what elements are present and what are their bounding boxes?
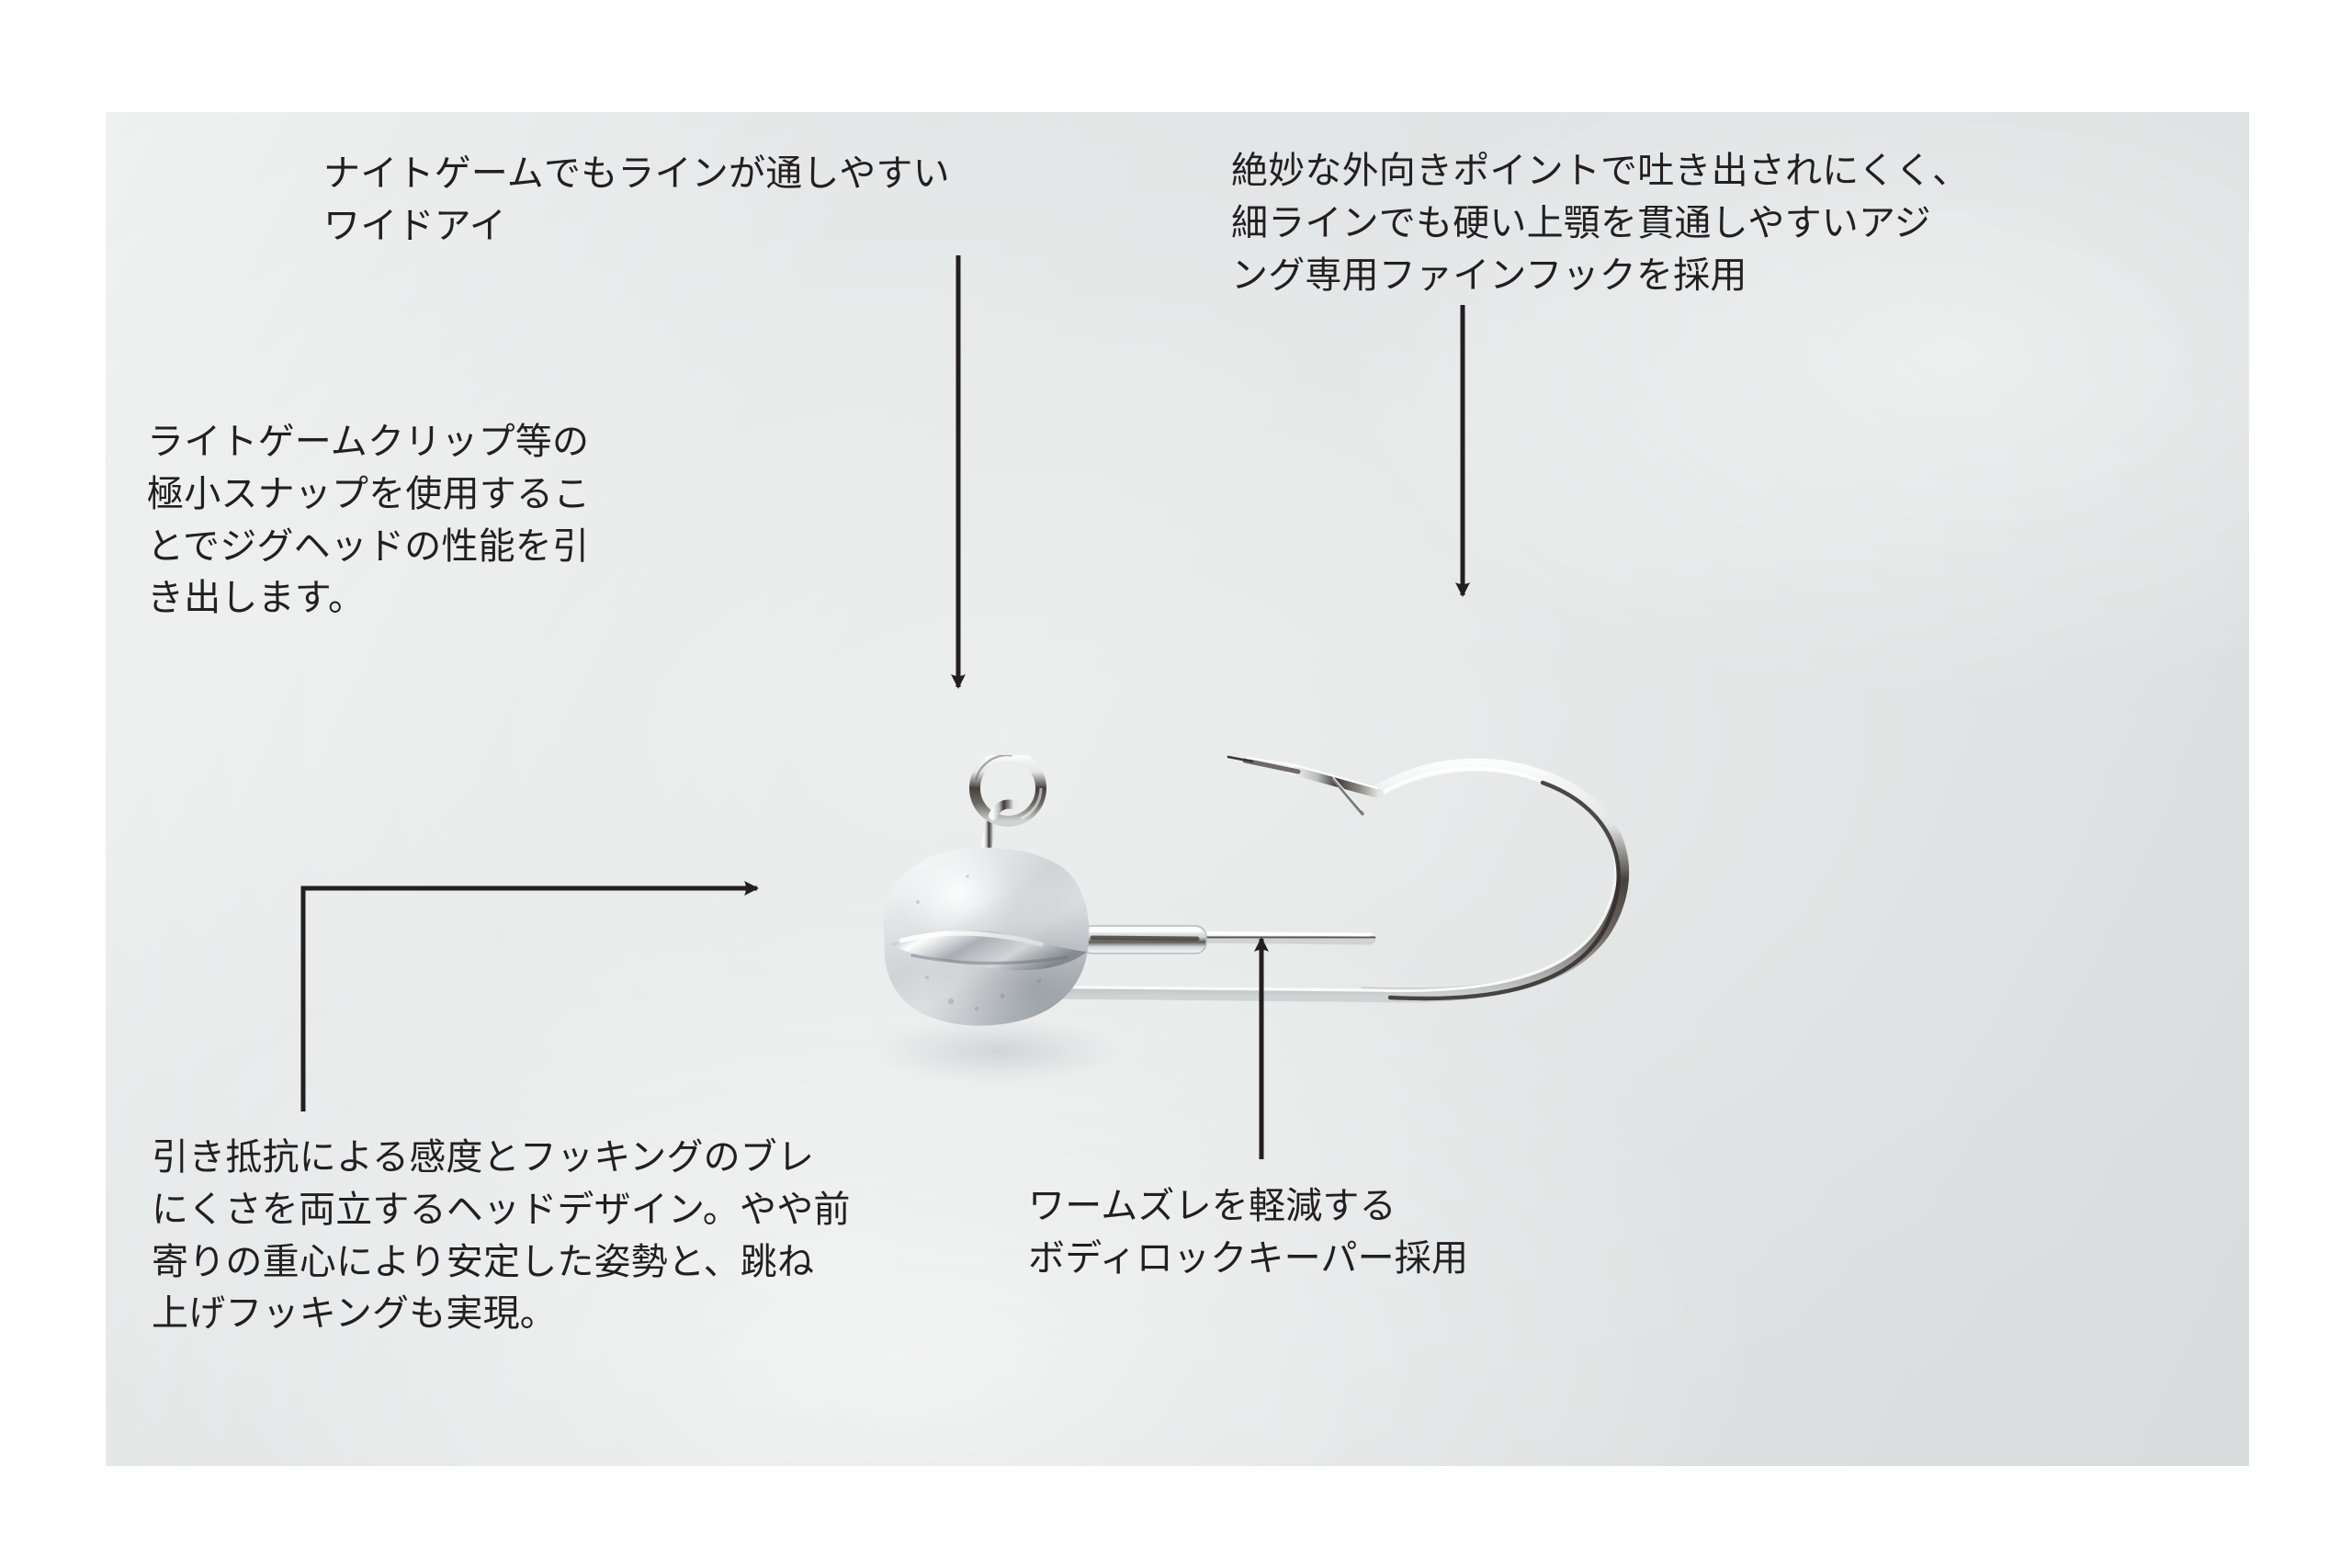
hook-point	[1227, 755, 1384, 798]
callout-head-design: 引き抵抗による感度とフッキングのブレ にくさを両立するヘッドデザイン。やや前 寄…	[152, 1137, 851, 1335]
head-shadow	[875, 1018, 1123, 1084]
product-photo	[106, 112, 2249, 1466]
callout-wide-eye: ナイトゲームでもラインが通しやすい ワイドアイ	[323, 153, 950, 246]
hook-wire	[990, 758, 1630, 1003]
jig-head-product	[875, 755, 1630, 1084]
hook-barb	[1331, 776, 1364, 816]
lead-head	[883, 847, 1090, 1026]
callout-fine-hook: 絶妙な外向きポイントで吐き出されにくく、 細ラインでも硬い上顎を貫通しやすいアジ…	[1231, 151, 1970, 296]
callout-body-lock-keeper: ワームズレを軽減する ボディロックキーパー採用	[1028, 1186, 1469, 1279]
callout-snap-usage: ライトゲームクリップ等の 極小スナップを使用するこ とでジグヘッドの性能を引 き…	[147, 422, 591, 619]
